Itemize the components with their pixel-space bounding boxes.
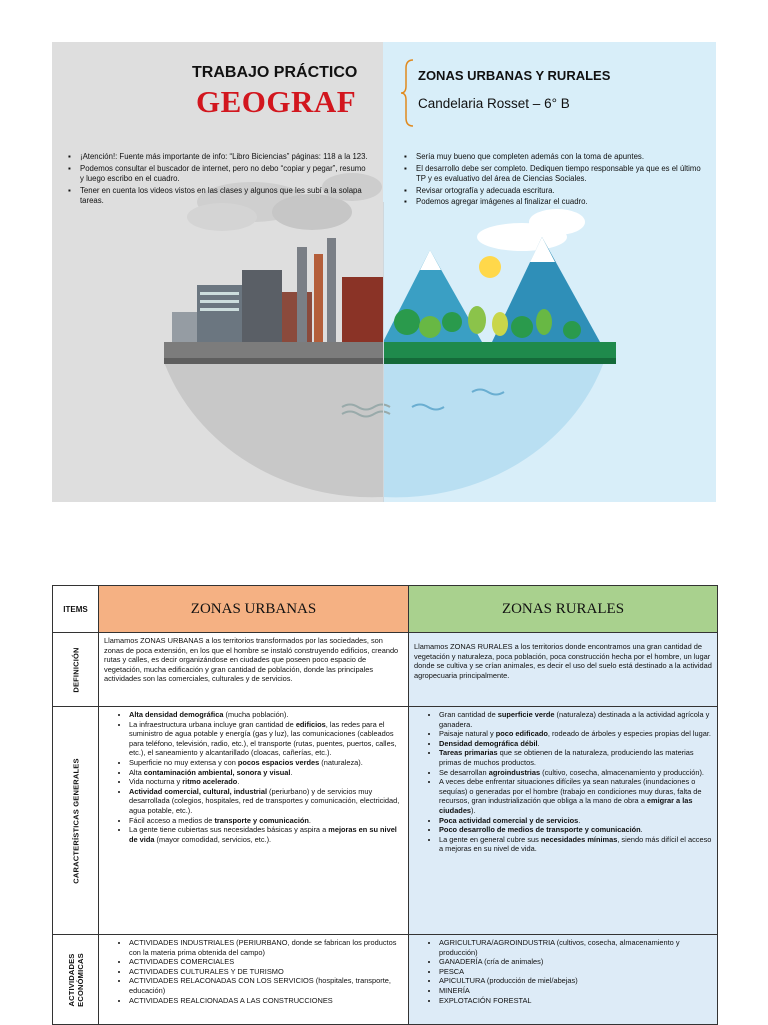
header-rural: ZONAS RURALES bbox=[408, 585, 718, 633]
author-line: Candelaria Rosset – 6° B bbox=[418, 96, 570, 111]
activity-item: APICULTURA (producción de miel/abejas) bbox=[439, 976, 712, 986]
row-label: CARACTERÍSTICAS GENERALES bbox=[71, 757, 80, 884]
activity-item: AGRICULTURA/AGROINDUSTRIA (cultivos, cos… bbox=[439, 938, 712, 957]
characteristic-item: Alta contaminación ambiental, sonora y v… bbox=[129, 768, 403, 778]
characteristic-item: Densidad demográfica débil. bbox=[439, 739, 712, 749]
characteristic-item: Paisaje natural y poco edificado, rodead… bbox=[439, 729, 712, 739]
characteristic-item: Vida nocturna y ritmo acelerado. bbox=[129, 777, 403, 787]
instruction-item: Podemos consultar el buscador de interne… bbox=[66, 164, 371, 185]
row-label-cell: CARACTERÍSTICAS GENERALES bbox=[52, 706, 99, 935]
instruction-item: Sería muy bueno que completen además con… bbox=[402, 152, 702, 163]
characteristic-item: Se desarrollan agroindustrias (cultivo, … bbox=[439, 768, 712, 778]
activity-item: GANADERÍA (cría de animales) bbox=[439, 957, 712, 967]
activity-item: ACTIVIDADES REALCIONADAS A LAS CONSTRUCC… bbox=[129, 996, 403, 1006]
row-label: DEFINICIÓN bbox=[71, 646, 80, 693]
comparison-table: ITEMS ZONAS URBANAS ZONAS RURALES DEFINI… bbox=[52, 585, 718, 1025]
activity-item: EXPLOTACIÓN FORESTAL bbox=[439, 996, 712, 1006]
characteristic-item: Alta densidad demográfica (mucha poblaci… bbox=[129, 710, 403, 720]
activity-item: ACTIVIDADES COMERCIALES bbox=[129, 957, 403, 967]
activity-item: PESCA bbox=[439, 967, 712, 977]
urban-characteristics: Alta densidad demográfica (mucha poblaci… bbox=[98, 706, 409, 935]
table-row-characteristics: CARACTERÍSTICAS GENERALES Alta densidad … bbox=[52, 706, 718, 935]
instruction-item: Podemos agregar imágenes al finalizar el… bbox=[402, 197, 702, 208]
rural-definition: Llamamos ZONAS RURALES a los territorios… bbox=[408, 632, 718, 707]
table-row-definition: DEFINICIÓN Llamamos ZONAS URBANAS a los … bbox=[52, 632, 718, 707]
table-header-row: ITEMS ZONAS URBANAS ZONAS RURALES bbox=[52, 585, 718, 633]
cover-page: TRABAJO PRÁCTICO GEOGRAF ZONAS URBANAS Y… bbox=[52, 42, 716, 502]
urban-activities: ACTIVIDADES INDUSTRIALES (PERIURBANO, do… bbox=[98, 934, 409, 1025]
row-label-cell: ACTIVIDADES ECONÓMICAS bbox=[52, 934, 99, 1025]
table-row-activities: ACTIVIDADES ECONÓMICAS ACTIVIDADES INDUS… bbox=[52, 934, 718, 1025]
row-label-line: ECONÓMICAS bbox=[75, 952, 85, 1007]
urban-activities-list: ACTIVIDADES INDUSTRIALES (PERIURBANO, do… bbox=[104, 938, 403, 1005]
row-label-line: ACTIVIDADES bbox=[66, 952, 76, 1007]
city-country-globe-illustration bbox=[164, 173, 616, 502]
activity-item: ACTIVIDADES CULTURALES Y DE TURISMO bbox=[129, 967, 403, 977]
rural-activities-list: AGRICULTURA/AGROINDUSTRIA (cultivos, cos… bbox=[414, 938, 712, 1005]
characteristic-item: Tareas primarias que se obtienen de la n… bbox=[439, 748, 712, 767]
characteristic-item: La infraestructura urbana incluye gran c… bbox=[129, 720, 403, 758]
characteristic-item: Superficie no muy extensa y con pocos es… bbox=[129, 758, 403, 768]
subject-title: GEOGRAF bbox=[196, 84, 357, 119]
activity-item: ACTIVIDADES RELACONADAS CON LOS SERVICIO… bbox=[129, 976, 403, 995]
row-label-cell: DEFINICIÓN bbox=[52, 632, 99, 707]
characteristic-item: Gran cantidad de superficie verde (natur… bbox=[439, 710, 712, 729]
characteristic-item: Fácil acceso a medios de transporte y co… bbox=[129, 816, 403, 826]
tp-title: TRABAJO PRÁCTICO bbox=[192, 64, 358, 81]
instructions-left: ¡Atención!: Fuente más importante de inf… bbox=[66, 152, 371, 208]
characteristic-item: Poco desarrollo de medios de transporte … bbox=[439, 825, 712, 835]
row-label: ACTIVIDADES ECONÓMICAS bbox=[67, 953, 85, 1007]
instruction-item: Revisar ortografía y adecuada escritura. bbox=[402, 186, 702, 197]
instruction-item: El desarrollo debe ser completo. Dedique… bbox=[402, 164, 702, 185]
instruction-item: ¡Atención!: Fuente más importante de inf… bbox=[66, 152, 371, 163]
characteristic-item: Actividad comercial, cultural, industria… bbox=[129, 787, 403, 816]
rural-characteristics: Gran cantidad de superficie verde (natur… bbox=[408, 706, 718, 935]
header-items: ITEMS bbox=[52, 585, 99, 633]
activity-item: MINERÍA bbox=[439, 986, 712, 996]
characteristic-item: La gente en general cubre sus necesidade… bbox=[439, 835, 712, 854]
instruction-item: Tener en cuenta los videos vistos en las… bbox=[66, 186, 371, 207]
activity-item: ACTIVIDADES INDUSTRIALES (PERIURBANO, do… bbox=[129, 938, 403, 957]
characteristic-item: A veces debe enfrentar situaciones difíc… bbox=[439, 777, 712, 815]
header-urban: ZONAS URBANAS bbox=[98, 585, 409, 633]
urban-characteristics-list: Alta densidad demográfica (mucha poblaci… bbox=[104, 710, 403, 844]
characteristic-item: Poca actividad comercial y de servicios. bbox=[439, 816, 712, 826]
urban-definition: Llamamos ZONAS URBANAS a los territorios… bbox=[98, 632, 409, 707]
rural-activities: AGRICULTURA/AGROINDUSTRIA (cultivos, cos… bbox=[408, 934, 718, 1025]
brace-icon bbox=[400, 59, 414, 127]
topic-title: ZONAS URBANAS Y RURALES bbox=[418, 68, 611, 83]
instructions-right: Sería muy bueno que completen además con… bbox=[402, 152, 702, 209]
characteristic-item: La gente tiene cubiertas sus necesidades… bbox=[129, 825, 403, 844]
rural-characteristics-list: Gran cantidad de superficie verde (natur… bbox=[414, 710, 712, 854]
